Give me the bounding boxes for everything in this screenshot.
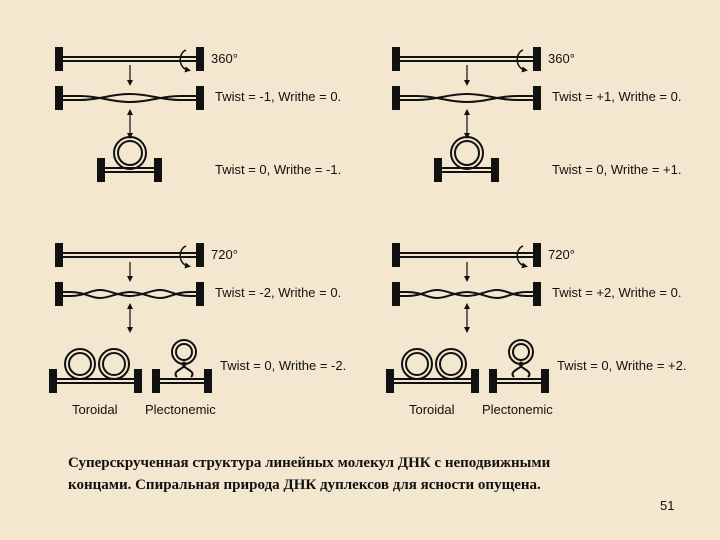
toroidal-supercoil [386,348,479,393]
plectonemic-label: Plectonemic [145,402,216,417]
relaxed-dna-rotated [392,47,541,73]
rotation-arrow-icon [516,49,528,73]
rotation-angle-label: 360° [211,51,238,66]
twist-writhe-label: Twist = -2, Writhe = 0. [215,285,341,300]
toroidal-supercoil [49,348,142,393]
plectonemic-supercoil [152,339,212,393]
panel-720-negative: 720° Twist = -2, Writhe = 0. [49,243,346,417]
figure-caption: Суперскрученная структура линейных молек… [68,452,688,496]
plectonemic-label: Plectonemic [482,402,553,417]
twist-writhe-label: Twist = +1, Writhe = 0. [552,89,681,104]
panel-720-positive: 720° Twist = +2, Writhe = 0. [386,243,686,417]
relaxed-dna-rotated [55,243,204,269]
twist-writhe-label: Twist = 0, Writhe = +1. [552,162,681,177]
rotation-angle-label: 360° [548,51,575,66]
rotation-arrow-icon [516,245,528,269]
plectonemic-supercoil [489,339,549,393]
writhed-dna-loop [434,136,499,182]
twist-writhe-label: Twist = +2, Writhe = 0. [552,285,681,300]
toroidal-label: Toroidal [72,402,118,417]
twist-writhe-label: Twist = 0, Writhe = -1. [215,162,341,177]
twist-writhe-label: Twist = -1, Writhe = 0. [215,89,341,104]
caption-line: Суперскрученная структура линейных молек… [68,455,551,471]
twisted-dna [392,282,541,306]
twist-writhe-label: Twist = 0, Writhe = -2. [220,358,346,373]
relaxed-dna-rotated [55,47,204,73]
rotation-angle-label: 720° [211,247,238,262]
twisted-dna [55,86,204,110]
twist-writhe-label: Twist = 0, Writhe = +2. [557,358,686,373]
rotation-arrow-icon [179,49,191,73]
writhed-dna-loop [97,136,162,182]
relaxed-dna-rotated [392,243,541,269]
panel-360-positive: 360° Twist = +1, Writhe = 0. Twist = 0, … [392,47,681,182]
page-number: 51 [660,498,675,513]
rotation-arrow-icon [179,245,191,269]
rotation-angle-label: 720° [548,247,575,262]
twisted-dna [392,86,541,110]
toroidal-label: Toroidal [409,402,455,417]
panel-360-negative: 360° Twist = -1, Writhe = 0. Twist = 0, … [55,47,341,182]
caption-line: концами. Спиральная природа ДНК дуплексо… [68,477,541,493]
twisted-dna [55,282,204,306]
